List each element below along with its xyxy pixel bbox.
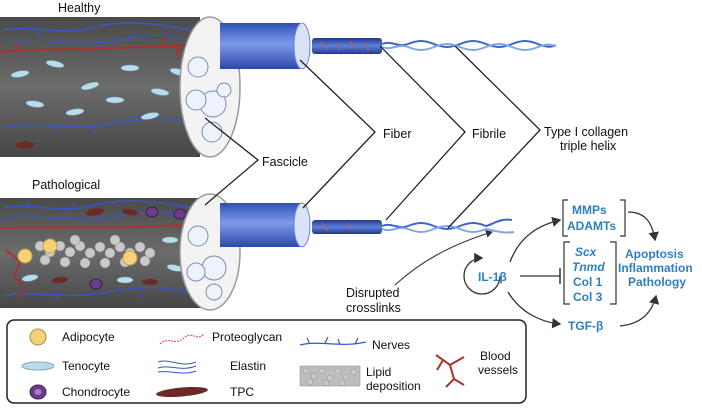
- tenocyte-icon: [21, 361, 55, 371]
- mmps-to-outcome-arrow: [627, 211, 659, 242]
- lipid-icon: [299, 365, 361, 387]
- label-collagen-2: triple helix: [560, 139, 617, 153]
- il1b-loop-arrow: [463, 252, 501, 295]
- pathological-fibril: [312, 220, 382, 234]
- outcome-apoptosis: Apoptosis: [625, 247, 684, 261]
- adamts-label: ADAMTs: [567, 219, 616, 233]
- outcome-pathology: Pathology: [628, 275, 686, 289]
- pathway: IL-1β MMPs ADAMTs Scx Tnmd Col 1 Col 3 T…: [463, 199, 693, 333]
- legend-nerves: Nerves: [372, 338, 410, 352]
- pathological-fiber-end: [293, 202, 311, 248]
- hierarchy-connectors: [204, 45, 541, 229]
- label-disrupted-2: crosslinks: [346, 301, 401, 315]
- pathological-tissue: [0, 198, 200, 308]
- tgfb-to-outcome-arrow: [619, 294, 660, 327]
- legend-elastin: Elastin: [230, 359, 266, 373]
- blood-vessels-icon: [435, 354, 465, 388]
- chondrocyte-nucleus-icon: [34, 389, 42, 395]
- nerve-strand: [1, 200, 193, 210]
- legend-lipid-2: deposition: [366, 379, 421, 393]
- tpc-cell: [16, 141, 34, 149]
- legend-tenocyte: Tenocyte: [62, 359, 110, 373]
- nerve-strand: [1, 34, 199, 44]
- il1b-label: IL-1β: [478, 270, 507, 284]
- legend-blood: Blood: [480, 349, 511, 363]
- legend-blood-2: vessels: [478, 363, 518, 377]
- pathological-fiber: [220, 203, 300, 247]
- adipocyte-icon: [29, 328, 47, 346]
- legend-adipocyte: Adipocyte: [62, 330, 115, 344]
- fiber-circles: [186, 225, 227, 301]
- label-collagen: Type I collagen: [544, 125, 628, 139]
- healthy-tissue: [0, 17, 200, 157]
- il1b-to-tgfb-arrow: [507, 291, 562, 329]
- label-fiber: Fiber: [383, 127, 411, 141]
- il1b-to-mmps-arrow: [509, 216, 562, 263]
- healthy-fibril: [312, 38, 382, 54]
- healthy-row: Healthy: [0, 1, 557, 158]
- pathological-triple-helix: [381, 225, 515, 234]
- elastin-icon: [157, 360, 197, 374]
- outcome-inflammation: Inflammation: [618, 261, 693, 275]
- legend-chondrocyte: Chondrocyte: [62, 385, 130, 399]
- tnmd-label: Tnmd: [572, 260, 605, 274]
- nerve-strand: [1, 118, 199, 129]
- healthy-fiber: [220, 23, 300, 69]
- proteoglycan-icon: [159, 333, 205, 345]
- fiber-circles: [185, 56, 232, 143]
- tpc-icon: [156, 386, 208, 398]
- genes-bracket: [563, 241, 617, 305]
- healthy-triple-helix: [381, 43, 557, 51]
- nerve-strand: [1, 286, 199, 297]
- blood-vessel: [0, 223, 196, 229]
- legend-lipid: Lipid: [366, 365, 391, 379]
- healthy-fiber-end: [293, 22, 311, 70]
- pathological-row: Pathological: [0, 178, 515, 311]
- scx-label: Scx: [575, 245, 598, 259]
- tpc-group: [52, 208, 158, 285]
- label-fibrile: Fibrile: [472, 127, 506, 141]
- tenocyte-group: [21, 236, 184, 284]
- healthy-triple-helix: [381, 40, 557, 48]
- blood-vessel-branch: [13, 36, 183, 59]
- mmps-bracket: [562, 199, 626, 237]
- legend-proteoglycan: Proteoglycan: [212, 330, 282, 344]
- pathological-triple-helix: [381, 218, 513, 230]
- legend: Adipocyte Tenocyte Chondrocyte Proteogly…: [6, 319, 527, 404]
- col3-label: Col 3: [573, 290, 603, 304]
- legend-tpc: TPC: [230, 385, 254, 399]
- legend-box: [6, 319, 527, 404]
- chondrocyte-group: [89, 206, 187, 290]
- nerves-icon: [299, 336, 367, 346]
- label-disrupted: Disrupted: [346, 286, 400, 300]
- nerve-strand: [1, 22, 191, 32]
- pathological-label: Pathological: [32, 178, 100, 192]
- fibril-crosslinks: [321, 222, 354, 232]
- col1-label: Col 1: [573, 275, 603, 289]
- disrupted-pointer: [394, 229, 493, 286]
- nerve-branch: [34, 28, 141, 135]
- label-fascicle: Fascicle: [262, 155, 308, 169]
- mmps-label: MMPs: [572, 203, 607, 217]
- blood-vessel: [0, 44, 186, 53]
- fibril-crosslinks: [321, 40, 370, 52]
- healthy-label: Healthy: [58, 1, 101, 15]
- adipocyte-group: [17, 238, 138, 266]
- tgfb-label: TGF-β: [568, 319, 603, 333]
